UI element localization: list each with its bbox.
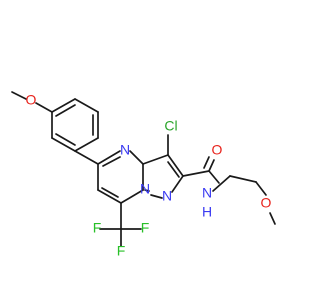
bond-pyr-5-inner <box>101 187 119 198</box>
atom-f-middle: F <box>117 243 126 259</box>
atom-h-amide: H <box>202 204 212 220</box>
bond-ph-3 <box>74 137 99 152</box>
bond-c-carbonyl <box>182 170 210 177</box>
bond-c-o-2 <box>203 156 210 169</box>
bond-o-aryl <box>35 102 53 113</box>
atom-o-ether-right: O <box>261 195 272 211</box>
molecule-canvas: O N Cl O N N N H O F F F <box>11 91 276 259</box>
bond-pz-4 <box>150 194 163 199</box>
atom-f-left: F <box>93 220 102 236</box>
bond-ph-2-inner <box>55 133 76 146</box>
bond-c-n <box>208 170 220 184</box>
bond-pyr-4 <box>120 189 144 204</box>
bond-pz-2-inner <box>167 161 180 178</box>
bond-pz-2 <box>167 154 184 177</box>
bond-ph-pyr <box>74 150 99 165</box>
bond-ph-6-inner <box>55 104 76 117</box>
atom-n-bridge: N <box>140 181 150 197</box>
structure-diagram: O N Cl O N N N H O F F F <box>11 91 276 259</box>
bond-pyr-5 <box>97 189 122 204</box>
bond-pyr-2 <box>129 150 144 165</box>
bond-c-o-1 <box>208 159 215 172</box>
bond-ph-2 <box>51 137 76 152</box>
atom-n-pyrimidine: N <box>120 142 130 158</box>
bond-ph-5 <box>74 98 99 113</box>
bond-methyl-o <box>11 91 27 100</box>
atom-f-right: F <box>141 220 150 236</box>
bond-pyr-1-inner <box>102 156 121 167</box>
bond-n-ch2 <box>212 175 231 192</box>
bond-pyr-1 <box>97 150 121 165</box>
atom-n-amide: N <box>202 185 212 201</box>
bond-o-ch3 <box>269 212 276 225</box>
atom-o-carbonyl: O <box>212 142 223 158</box>
bond-pz-5 <box>144 189 150 192</box>
bond-ch2-ch2 <box>229 175 257 183</box>
bond-pz-3 <box>171 175 184 193</box>
atom-cl: Cl <box>164 118 177 134</box>
atom-n-pyrazole: N <box>162 188 172 204</box>
bond-ph-6 <box>51 98 76 113</box>
bond-pz-1 <box>142 154 169 165</box>
bond-ch2-o <box>255 181 267 196</box>
atom-o-methoxy-left: O <box>26 92 37 108</box>
